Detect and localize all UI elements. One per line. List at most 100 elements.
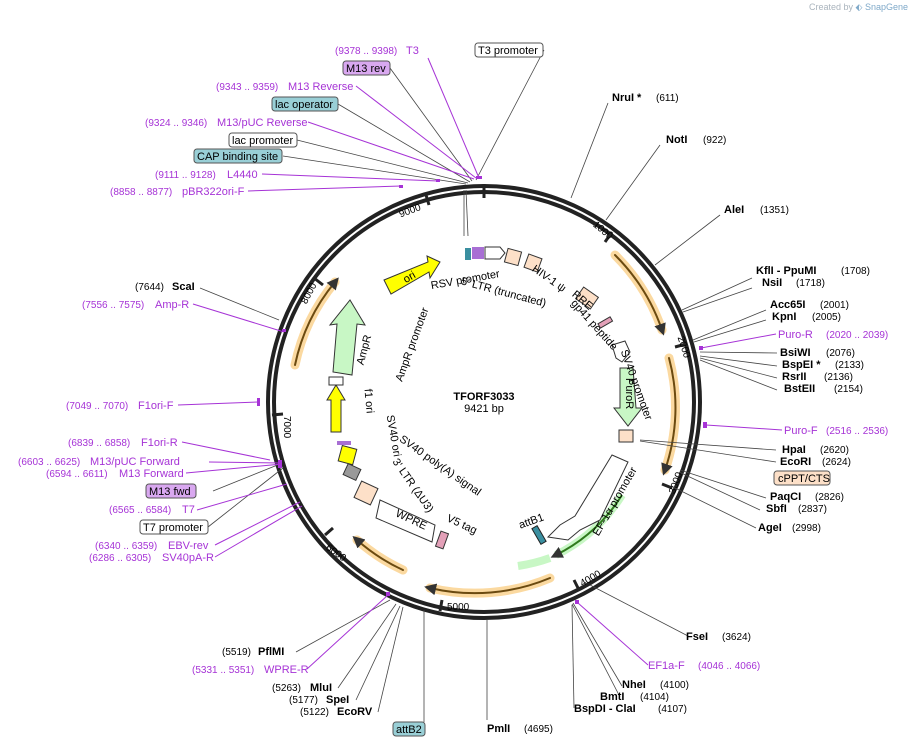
primer-sv40pa: SV40pA-R <box>162 552 214 564</box>
feature-f1-ori: f1 ori <box>362 388 376 413</box>
feature-ampr-promoter: AmpR promoter <box>394 306 432 383</box>
enzyme-bspei: BspEI * <box>782 359 821 371</box>
enzyme-ecorv: EcoRV <box>337 706 373 718</box>
enzyme-acc65i-pos: (2001) <box>820 300 849 311</box>
primer-ebvrev-range: (6340 .. 6359) <box>95 541 157 552</box>
primer-purof: Puro-F <box>784 425 818 437</box>
plasmid-name: TFORF3033 <box>453 391 514 403</box>
box-t3-promoter <box>474 42 544 58</box>
primer-l4440-range: (9111 .. 9128) <box>155 170 216 181</box>
enzyme-rsrii-pos: (2136) <box>824 372 853 383</box>
feature-v5-tag: V5 tag <box>445 513 479 537</box>
enzyme-hpai-pos: (2620) <box>820 445 849 456</box>
enzyme-mlui: MluI <box>310 682 332 694</box>
orf-arcs <box>290 250 680 598</box>
feature-ori: ori <box>401 269 418 286</box>
enzyme-agei: AgeI <box>758 522 782 534</box>
primer-m13fwd-range: (6594 .. 6611) <box>46 469 108 480</box>
feature-hiv1-psi: HIV-1 ψ <box>530 263 568 295</box>
enzyme-pmli-pos: (4695) <box>524 724 553 735</box>
box-t7-promoter <box>139 519 209 535</box>
primer-marks <box>257 176 707 604</box>
primer-m13rev: M13 Reverse <box>288 81 353 93</box>
primer-lines <box>177 57 783 670</box>
enzyme-scai-pos: (7644) <box>135 282 164 293</box>
enzyme-bmti: BmtI <box>600 691 624 703</box>
enzyme-mlui-pos: (5263) <box>272 683 301 694</box>
primer-t7-range: (6565 .. 6584) <box>109 505 171 516</box>
feature-gp41: gp41 peptide <box>568 297 619 352</box>
primer-ef1a-f: EF1a-F <box>648 660 685 672</box>
enzyme-ecorv-pos: (5122) <box>300 707 329 718</box>
enzyme-paqci: PaqCI <box>770 491 801 503</box>
enzyme-fsei-pos: (3624) <box>722 632 751 643</box>
enzyme-noti-pos: (922) <box>703 135 726 146</box>
feature-puror: PuroR <box>623 378 635 409</box>
enzyme-pmli: PmlI <box>487 723 510 735</box>
boxed-label-text: T3 promoter M13 rev lac operator lac pro… <box>143 45 830 736</box>
box-label-lac-promoter: lac promoter <box>232 135 293 147</box>
primer-m13puc-fwd: M13/pUC Forward <box>90 456 180 468</box>
enzyme-agei-pos: (2998) <box>792 523 821 534</box>
feature-ampr: AmpR <box>355 334 375 367</box>
box-lac-operator <box>271 96 339 112</box>
primer-f1ori-r: F1ori-R <box>141 437 178 449</box>
enzyme-noti: NotI <box>666 134 687 146</box>
primer-puror: Puro-R <box>778 329 813 341</box>
enzyme-nhei: NheI <box>622 679 646 691</box>
enzyme-hpai: HpaI <box>782 444 806 456</box>
box-label-t3-promoter: T3 promoter <box>478 45 538 57</box>
primer-m13fwd: M13 Forward <box>119 468 184 480</box>
tick-1000: 1000 <box>590 219 614 242</box>
enzyme-nrui: NruI * <box>612 92 642 104</box>
primer-m13puc-fwd-range: (6603 .. 6625) <box>18 457 80 468</box>
box-label-cap: CAP binding site <box>197 151 278 163</box>
primer-m13puc-rev-range: (9324 .. 9346) <box>145 118 207 129</box>
inner-features <box>326 246 644 550</box>
snapgene-logo-icon: ⬖ <box>855 2 863 12</box>
enzyme-bspei-pos: (2133) <box>835 360 864 371</box>
box-cppt <box>773 470 831 486</box>
enzyme-nhei-pos: (4100) <box>660 680 689 691</box>
ef1a-arcs <box>517 492 626 570</box>
primer-pbr322-range: (8858 .. 8877) <box>110 187 172 198</box>
enzyme-pflmi-pos: (5519) <box>222 647 251 658</box>
enzyme-bsteii-pos: (2154) <box>834 384 863 395</box>
enzyme-nsii: NsiI <box>762 277 782 289</box>
enzyme-ecori-pos: (2624) <box>822 457 851 468</box>
primer-m13puc-rev: M13/pUC Reverse <box>217 117 307 129</box>
enzyme-labels: NruI * (611) NotI (922) AleI (1351) KflI… <box>135 92 870 735</box>
primer-t7: T7 <box>182 504 195 516</box>
primer-t3-range: (9378 .. 9398) <box>335 46 397 57</box>
primer-puror-range: (2020 .. 2039) <box>826 330 888 341</box>
primer-sv40pa-range: (6286 .. 6305) <box>89 553 151 564</box>
enzyme-sbfi: SbfI <box>766 503 787 515</box>
box-label-attb2: attB2 <box>396 724 422 736</box>
enzyme-pflmi: PflMI <box>258 646 284 658</box>
enzyme-scai: ScaI <box>172 281 195 293</box>
enzyme-bspdi: BspDI - ClaI <box>574 703 636 715</box>
primer-t3: T3 <box>406 45 419 57</box>
enzyme-paqci-pos: (2826) <box>815 492 844 503</box>
primer-f1ori-f: F1ori-F <box>138 400 174 412</box>
primer-pbr322: pBR322ori-F <box>182 186 245 198</box>
enzyme-spei: SpeI <box>326 694 349 706</box>
enzyme-spei-pos: (5177) <box>289 695 318 706</box>
enzyme-acc65i: Acc65I <box>770 299 805 311</box>
box-label-lac-operator: lac operator <box>275 99 333 111</box>
box-label-t7-promoter: T7 promoter <box>143 522 203 534</box>
primer-ampr-range: (7556 .. 7575) <box>82 300 144 311</box>
primer-wpre-r-range: (5331 .. 5351) <box>192 665 254 676</box>
tick-9000: 9000 <box>398 202 423 220</box>
box-label-m13-rev: M13 rev <box>346 63 386 75</box>
enzyme-bspdi-pos: (4107) <box>658 704 687 715</box>
enzyme-bsiwi: BsiWI <box>780 347 811 359</box>
enzyme-bmti-pos: (4104) <box>640 692 669 703</box>
box-m13-fwd <box>145 483 197 499</box>
enzyme-alei: AleI <box>724 204 744 216</box>
tick-5000: 5000 <box>447 602 470 613</box>
enzyme-nrui-pos: (611) <box>656 93 679 104</box>
enzyme-kpni-pos: (2005) <box>812 312 841 323</box>
feature-sv40-ori: SV40 ori <box>384 414 403 458</box>
enzyme-fsei: FseI <box>686 631 708 643</box>
